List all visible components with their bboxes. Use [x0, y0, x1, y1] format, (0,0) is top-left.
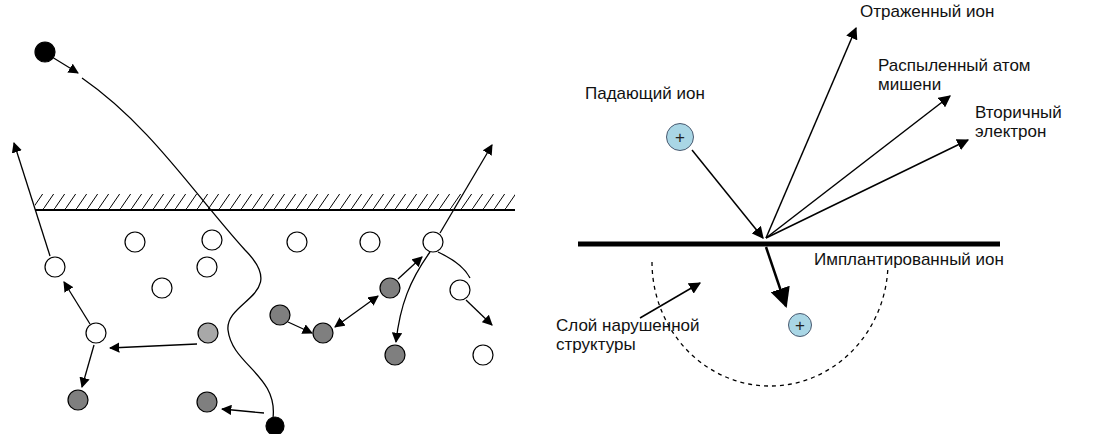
target-surface	[578, 242, 1000, 247]
surface-line	[35, 209, 515, 211]
surface-hatch	[35, 194, 515, 210]
particle-label: Вторичный электрон	[975, 103, 1085, 141]
particle-label: Имплантированный ион	[812, 250, 1101, 269]
particle-label: Распыленный атом мишени	[878, 56, 1068, 94]
particle-label: Падающий ион	[585, 84, 745, 103]
ion-circle: +	[788, 313, 812, 337]
trajectories	[14, 57, 492, 418]
ion-charge: +	[675, 129, 685, 146]
ion-circle: +	[666, 123, 694, 151]
ion-charge: +	[795, 317, 805, 334]
particle-label: Слой нарушенной структуры	[556, 316, 726, 354]
particle-label: Отраженный ион	[860, 2, 1100, 21]
atoms	[35, 42, 493, 434]
